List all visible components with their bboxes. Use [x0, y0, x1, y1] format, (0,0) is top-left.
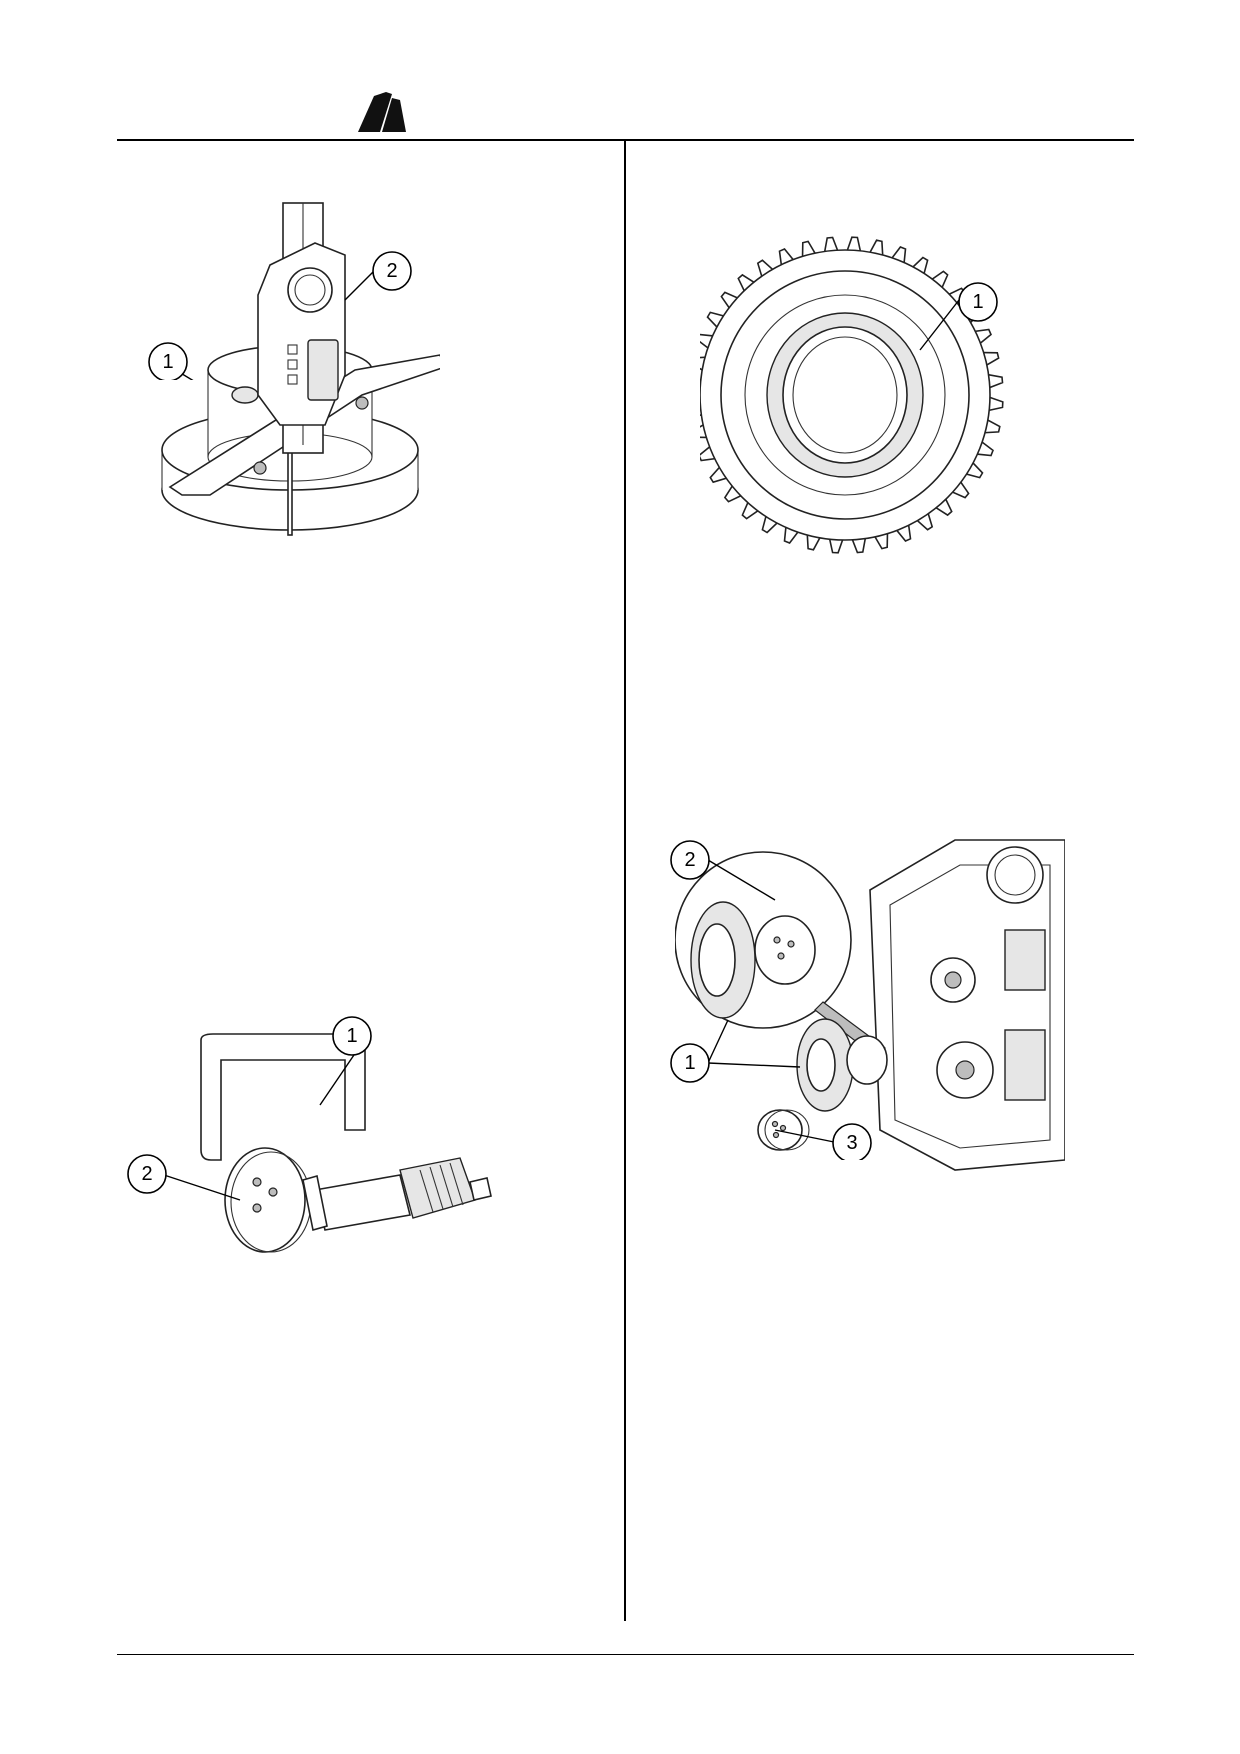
header-rule	[117, 139, 1134, 141]
callout-1: 2	[141, 1163, 152, 1185]
micrometer-figure	[200, 1033, 492, 1253]
gear-figure	[700, 236, 1004, 554]
callout-1: 1	[972, 291, 983, 313]
callout-3: 3	[846, 1132, 857, 1154]
engine-gear-assembly-figure	[675, 839, 1065, 1171]
footer-rule	[117, 1654, 1134, 1655]
column-divider	[624, 141, 626, 1621]
callout-2: 2	[684, 849, 695, 871]
callout-2: 2	[386, 260, 397, 282]
micrometer-callouts: 1 2	[127, 1016, 372, 1201]
depth-gauge-callouts: 1 2	[148, 251, 412, 380]
brand-logo-icon	[358, 92, 406, 132]
callout-1: 1	[684, 1052, 695, 1074]
depth-gauge-figure	[161, 202, 440, 536]
gear-callouts: 1	[919, 282, 998, 351]
engine-gear-assembly-callouts: 2 1 3	[670, 840, 872, 1160]
callout-2: 1	[346, 1025, 357, 1047]
callout-1: 1	[162, 351, 173, 373]
